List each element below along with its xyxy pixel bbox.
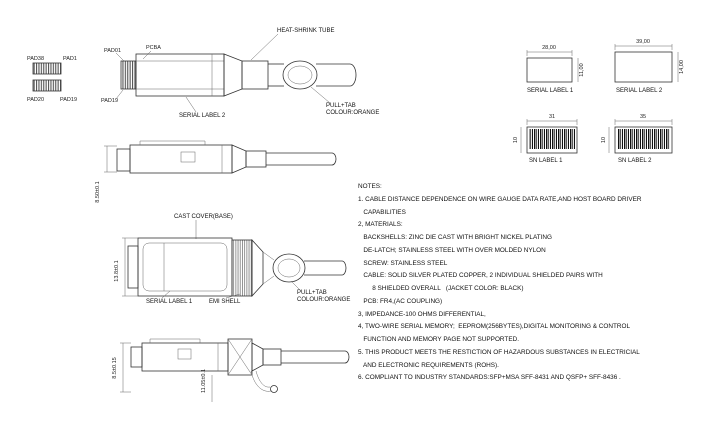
notes-line: 6. COMPLIANT TO INDUSTRY STANDARDS:SFP+M… [358,374,621,382]
emi-shell-shape [231,239,253,297]
pull-tab-strap-ring [270,385,278,393]
view-top-assembly: PAD01 PCBA PAD19 HEAT-SHRINK TUBE SERIAL… [101,28,379,119]
height-dimension1-lower: 8.5±0.15 [112,357,118,378]
serial1-width-dim: 28,00 [542,45,556,51]
notes-line: CAPABILITIES [358,208,406,216]
cast-cover-callout: CAST COVER(BASE) [174,214,233,220]
sn-label2-drawing: 35 10 SN LABEL 2 [601,114,673,164]
sn-label1-drawing: 31 10 SN LABEL 1 [513,114,578,164]
sn1-width-dim: 31 [549,114,555,120]
notes-line: AND ELECTRONIC REQUIREMENTS (ROHS). [358,361,499,369]
notes-section: NOTES: 1. CABLE DISTANCE DEPENDENCE ON W… [358,181,716,385]
pad1-label: PAD1 [63,56,77,62]
emi-shell-callout: EMI SHELL [209,299,241,305]
pull-tab-strap [250,370,272,392]
side-body-lower [141,342,229,372]
serial1-title: SERIAL LABEL 1 [527,88,574,94]
notes-line: FUNCTION AND MEMORY PAGE NOT SUPPORTED. [358,336,519,343]
serial-label1-callout: SERIAL LABEL 1 [146,299,193,305]
pcba-edge [120,60,137,90]
sn2-height-dim: 10 [601,137,607,143]
pcba-callout: PCBA [146,45,161,51]
sn1-height-dim: 10 [513,137,519,143]
pad20-label: PAD20 [27,97,44,103]
cast-cover-body [137,237,233,297]
notes-line: BACKSHELLS: ZINC DIE CAST WITH BRIGHT NI… [358,234,553,241]
serial-label1-drawing: 28,00 11,00 SERIAL LABEL 1 [526,45,585,94]
notes-title: NOTES: [358,183,382,190]
pull-tab-callout-line2: COLOUR:ORANGE [326,110,379,116]
heat-shrink-tube-shape [241,60,269,90]
pull-tab-callout-lower-line1: PULL+TAB [297,290,327,296]
height-dimension: 8.50±0.1 [95,181,101,202]
pull-tab-callout-lower-line2: COLOUR:ORANGE [297,297,350,303]
pad19-label: PAD19 [60,97,77,103]
view-side-upper: 8.50±0.1 [95,140,337,203]
view-top-lower: CAST COVER(BASE) SERIAL LABEL 1 EMI SHEL… [114,214,350,305]
heat-shrink-tube-callout: HEAT-SHRINK TUBE [277,28,334,34]
notes-line: 2, MATERIALS: [358,221,403,229]
pull-tab-ring [282,60,318,90]
pad-detail-view: PAD38 PAD1 PAD20 PAD19 [27,56,77,103]
serial-label2-callout: SERIAL LABEL 2 [179,113,226,119]
view-side-lower: 8.5±0.15 11.05±0.1 [112,338,350,402]
notes-line: 3, IMPEDANCE-100 OHMS DIFFERENTIAL, [358,310,486,318]
notes-line: 5. THIS PRODUCT MEETS THE RESTICTION OF … [358,348,640,356]
notes-line: 4, TWO-WIRE SERIAL MEMORY; EEPROM(256BYT… [358,323,631,331]
notes-line: 1. CABLE DISTANCE DEPENDENCE ON WIRE GAU… [358,195,642,203]
pad19-callout: PAD19 [101,98,118,104]
notes-line: SCREW: STAINLESS STEEL [358,259,448,267]
height-dimension2-lower: 11.05±0.1 [201,369,207,393]
sn2-title: SN LABEL 2 [618,158,652,164]
pad-row-top [32,62,62,75]
serial2-title: SERIAL LABEL 2 [616,88,663,94]
height-dimension-lower: 13.8±0.1 [114,260,120,281]
serial-label2-drawing: 39,00 14,00 SERIAL LABEL 2 [614,39,685,94]
notes-line: 8 SHIELDED OVERALL (JACKET COLOR: BLACK) [358,285,524,292]
backshell-taper [223,53,243,97]
pull-tab-callout-line1: PULL+TAB [326,103,356,109]
pad-row-bottom [32,79,62,92]
cable-end-cap [349,63,357,87]
sn2-width-dim: 35 [640,114,646,120]
serial2-width-dim: 39,00 [636,39,650,45]
pull-tab-ring-lower [272,253,306,283]
barcode1 [529,129,575,149]
serial2-height-dim: 14,00 [679,60,685,74]
pad38-label: PAD38 [27,56,44,62]
connector-body [135,53,225,97]
notes-line: CABLE: SOLID SILVER PLATED COPPER, 2 IND… [358,272,603,280]
serial1-height-dim: 11,00 [579,63,585,76]
barcode2 [617,129,670,149]
sn1-title: SN LABEL 1 [529,158,563,164]
notes-line: PCB: FR4,(AC COUPLING) [358,297,443,305]
pad01-callout: PAD01 [104,48,121,54]
notes-line: DE-LATCH; STAINLESS STEEL WITH OVER MOLD… [358,246,546,254]
